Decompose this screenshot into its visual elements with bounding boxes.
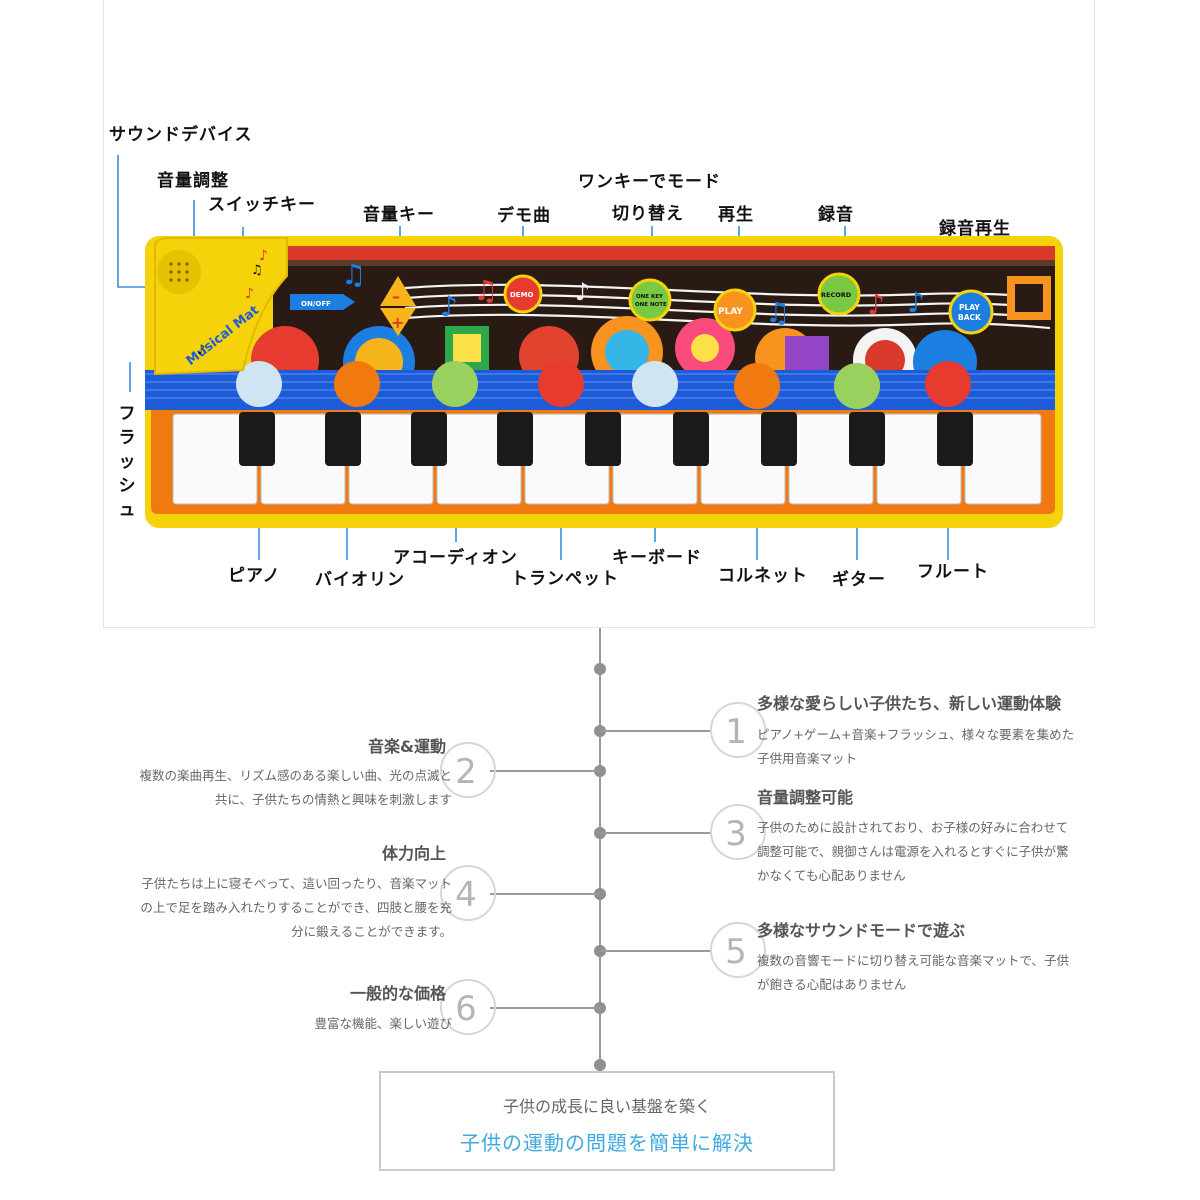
onekey-button-text1: ONE KEY bbox=[636, 294, 664, 300]
record-button-text: RECORD bbox=[821, 291, 852, 299]
number-ring bbox=[710, 702, 766, 758]
label-sound-device: サウンドデバイス bbox=[109, 125, 253, 145]
svg-text:♪: ♪ bbox=[245, 286, 254, 302]
summary-line2: 子供の運動の問題を簡単に解決 bbox=[460, 1131, 754, 1155]
svg-text:♪: ♪ bbox=[197, 343, 205, 358]
connector bbox=[600, 832, 712, 834]
timeline-axis bbox=[599, 628, 601, 1064]
svg-text:♪: ♪ bbox=[867, 288, 885, 321]
svg-text:♫: ♫ bbox=[341, 258, 366, 291]
label-record: 録音 bbox=[818, 205, 854, 225]
label-flash: フラッシュ bbox=[118, 404, 136, 520]
summary-box: 子供の成長に良い基盤を築く 子供の運動の問題を簡単に解決 bbox=[379, 1071, 835, 1171]
number-ring bbox=[710, 804, 766, 860]
feature-title: 音楽&運動 bbox=[368, 737, 446, 756]
connector bbox=[490, 1007, 600, 1009]
label-flute: フルート bbox=[917, 562, 989, 582]
timeline-dot bbox=[594, 765, 606, 777]
feature-desc: 子供たちは上に寝そべって、這い回ったり、音楽マットの上で足を踏み入れたりすること… bbox=[140, 876, 452, 939]
label-volume-key: 音量キー bbox=[363, 205, 435, 225]
feature-desc: 複数の音響モードに切り替え可能な音楽マットで、子供が飽きる心配はありません bbox=[757, 953, 1070, 992]
connector bbox=[490, 770, 600, 772]
summary-line1: 子供の成長に良い基盤を築く bbox=[502, 1097, 711, 1116]
feature-number: 4 bbox=[455, 875, 477, 915]
svg-text:♪: ♪ bbox=[575, 278, 590, 306]
feature-desc: ピアノ+ゲーム+音楽+フラッシュ、様々な要素を集めた子供用音楽マット bbox=[757, 727, 1075, 766]
feature-desc: 豊富な機能、楽しい遊び bbox=[314, 1016, 452, 1031]
label-cornet: コルネット bbox=[718, 566, 808, 586]
svg-text:♫: ♫ bbox=[765, 296, 790, 329]
playback-button-text2: BACK bbox=[958, 313, 982, 322]
label-play: 再生 bbox=[718, 205, 754, 225]
feature-number: 3 bbox=[725, 814, 747, 854]
label-record-play: 録音再生 bbox=[939, 219, 1011, 239]
label-volume-adjust: 音量調整 bbox=[157, 171, 229, 191]
svg-text:♪: ♪ bbox=[907, 286, 925, 319]
label-violin: バイオリン bbox=[315, 570, 405, 590]
feature-title: 体力向上 bbox=[381, 844, 446, 863]
timeline-dot bbox=[594, 1002, 606, 1014]
musical-mat-illustration: ON/OFF – + DEMO ONE KEY ONE NOTE PLAY RE… bbox=[145, 236, 1063, 528]
feature-number: 6 bbox=[455, 989, 477, 1029]
timeline-dot bbox=[594, 888, 606, 900]
svg-text:♪: ♪ bbox=[440, 290, 458, 323]
onoff-button-text: ON/OFF bbox=[301, 300, 331, 308]
feature-number: 1 bbox=[725, 712, 747, 752]
number-ring bbox=[440, 979, 496, 1035]
label-trumpet: トランペット bbox=[511, 569, 619, 589]
label-one-key-line2: 切り替え bbox=[612, 204, 684, 224]
number-ring bbox=[710, 922, 766, 978]
label-demo-song: デモ曲 bbox=[497, 206, 551, 226]
label-piano: ピアノ bbox=[228, 566, 281, 586]
feature-title: 音量調整可能 bbox=[757, 788, 854, 807]
onekey-button-text2: ONE NOTE bbox=[635, 302, 667, 308]
feature-number: 5 bbox=[725, 932, 747, 972]
play-button-text: PLAY bbox=[718, 307, 743, 317]
svg-text:♪: ♪ bbox=[259, 248, 268, 264]
connector bbox=[600, 950, 712, 952]
connector bbox=[600, 730, 712, 732]
timeline-dot bbox=[594, 663, 606, 675]
number-ring bbox=[440, 865, 496, 921]
label-accordion: アコーディオン bbox=[393, 548, 518, 568]
timeline-dot bbox=[594, 1059, 606, 1071]
svg-text:♫: ♫ bbox=[251, 263, 263, 278]
playback-button-text1: PLAY bbox=[959, 303, 980, 312]
feature-desc: 複数の楽曲再生、リズム感のある楽しい曲、光の点滅と共に、子供たちの情熱と興味を刺… bbox=[139, 768, 452, 807]
feature-title: 一般的な価格 bbox=[349, 984, 446, 1003]
svg-text:–: – bbox=[392, 287, 400, 306]
number-ring bbox=[440, 742, 496, 798]
label-switch-key: スイッチキー bbox=[208, 195, 316, 215]
label-one-key-line1: ワンキーでモード bbox=[578, 172, 721, 192]
feature-title: 多様な愛らしい子供たち、新しい運動体験 bbox=[757, 694, 1062, 713]
feature-desc: 子供のために設計されており、お子様の好みに合わせて調整可能で、親御さんは電源を入… bbox=[757, 820, 1069, 883]
svg-text:+: + bbox=[391, 313, 404, 332]
label-guitar: ギター bbox=[832, 570, 886, 590]
svg-text:♫: ♫ bbox=[473, 274, 498, 307]
demo-button-text: DEMO bbox=[510, 291, 534, 299]
connector bbox=[490, 893, 600, 895]
feature-number: 2 bbox=[455, 752, 477, 792]
label-keyboard: キーボード bbox=[612, 548, 702, 568]
feature-title: 多様なサウンドモードで遊ぶ bbox=[757, 921, 966, 940]
